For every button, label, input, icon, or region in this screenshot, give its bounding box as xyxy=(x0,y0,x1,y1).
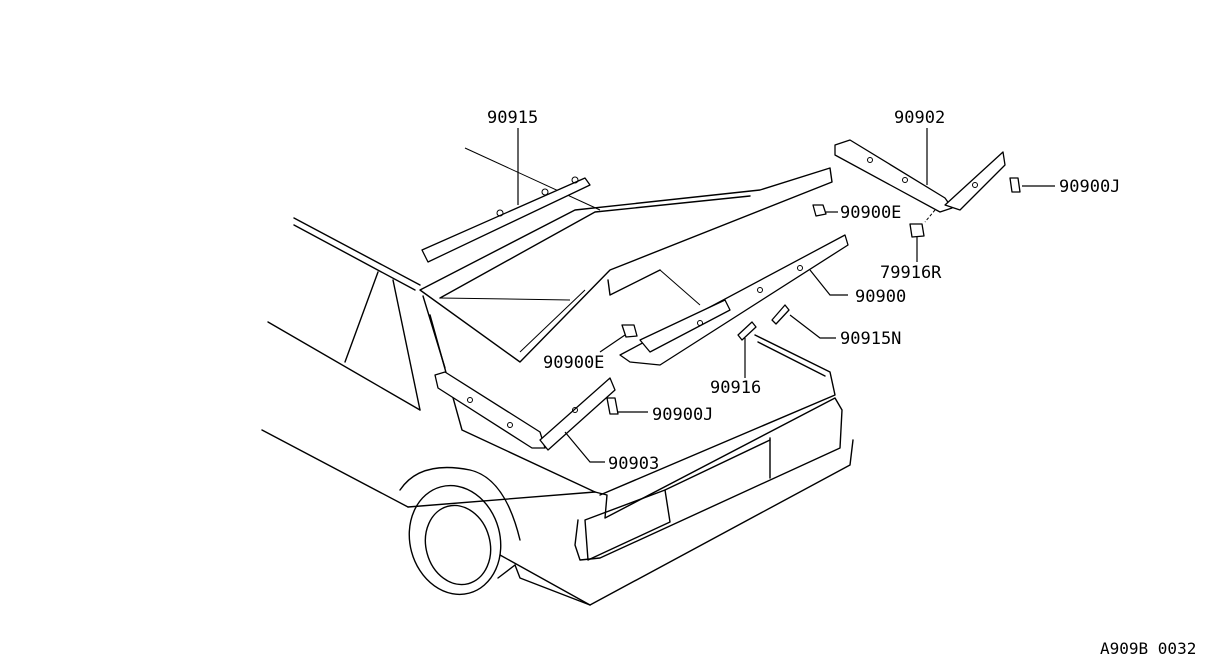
label-90900E-top: 90900E xyxy=(840,203,901,223)
label-90900J-left: 90900J xyxy=(652,405,713,425)
car-body xyxy=(261,147,854,606)
label-90900: 90900 xyxy=(855,287,906,307)
label-90900E-left: 90900E xyxy=(543,353,604,373)
label-90903: 90903 xyxy=(608,454,659,474)
part-90902-garnish xyxy=(834,139,1006,213)
label-90916: 90916 xyxy=(710,378,761,398)
label-79916R: 79916R xyxy=(880,263,942,283)
part-90903-garnish xyxy=(434,371,616,451)
label-90915: 90915 xyxy=(487,108,538,128)
label-90900J-top: 90900J xyxy=(1059,177,1120,197)
label-90902: 90902 xyxy=(894,108,945,128)
part-90915-finisher xyxy=(421,176,591,263)
leader-lines xyxy=(517,128,1055,463)
clip-90900E-left xyxy=(621,324,638,338)
clip-90900E-top xyxy=(812,204,827,217)
clip-90915N xyxy=(771,304,790,325)
clip-90900J-top xyxy=(1009,177,1021,193)
label-90915N: 90915N xyxy=(840,329,901,349)
clip-90900J-left xyxy=(606,397,619,415)
clip-79916R xyxy=(909,223,925,238)
clip-90916 xyxy=(737,321,757,341)
part-90900-garnish xyxy=(619,234,849,366)
reference-code: A909B 0032 xyxy=(1100,639,1196,658)
